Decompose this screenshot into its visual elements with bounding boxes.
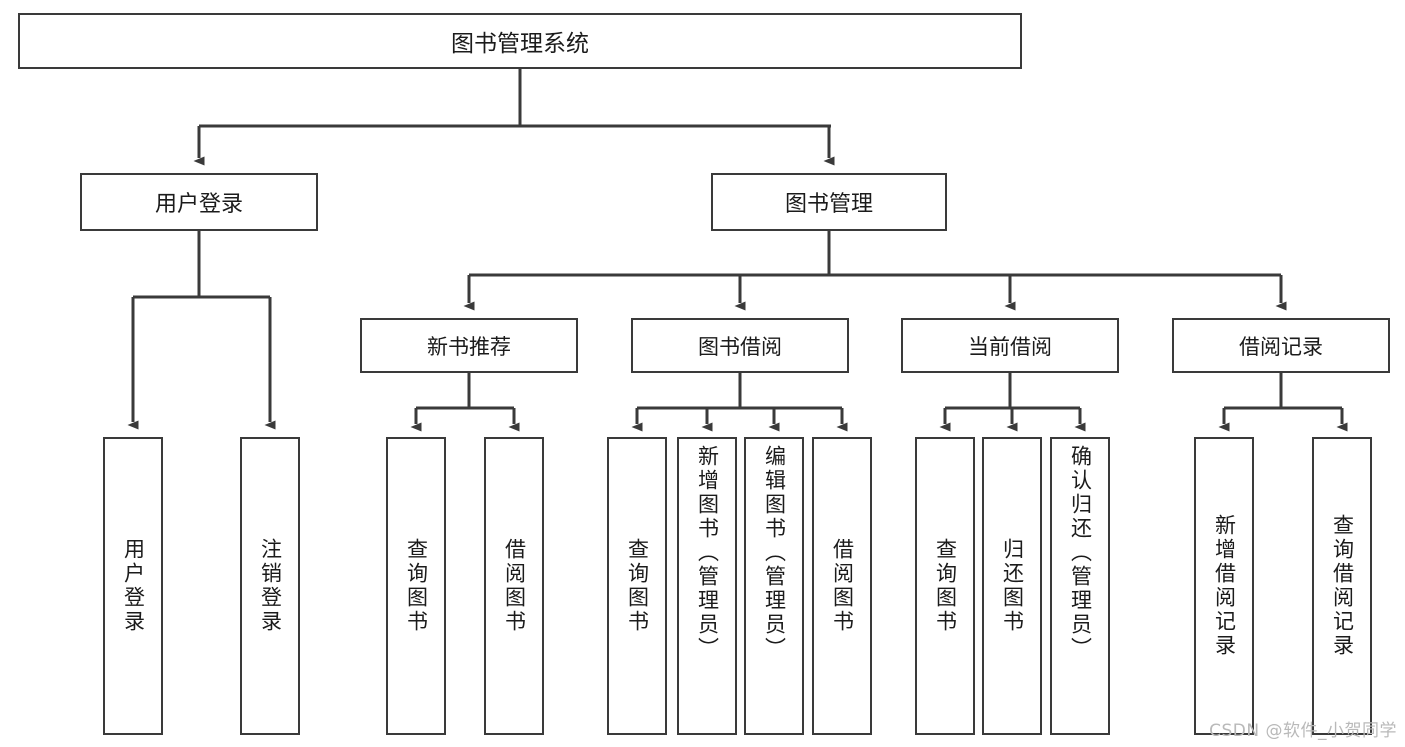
node-leaf-11[interactable]: 新增借阅记录 — [1194, 437, 1254, 735]
node-level2-3[interactable]: 借阅记录 — [1172, 318, 1390, 373]
node-label: 借阅记录 — [1239, 334, 1323, 359]
node-leaf-9[interactable]: 归还图书 — [982, 437, 1042, 735]
node-leaf-5[interactable]: 新增图书（管理员） — [677, 437, 737, 735]
node-label: 借阅图书 — [830, 538, 855, 634]
node-label: 图书借阅 — [698, 334, 782, 359]
node-label: 确认归还（管理员） — [1068, 445, 1093, 661]
node-label: 新书推荐 — [427, 334, 511, 359]
node-level2-0[interactable]: 新书推荐 — [360, 318, 578, 373]
node-leaf-7[interactable]: 借阅图书 — [812, 437, 872, 735]
node-level2-2[interactable]: 当前借阅 — [901, 318, 1119, 373]
node-leaf-2[interactable]: 查询图书 — [386, 437, 446, 735]
node-label: 新增图书（管理员） — [695, 445, 720, 661]
node-label: 借阅图书 — [502, 538, 527, 634]
node-root[interactable]: 图书管理系统 — [18, 13, 1022, 69]
watermark: CSDN @软件_小贺同学 — [1209, 721, 1397, 741]
node-leaf-8[interactable]: 查询图书 — [915, 437, 975, 735]
node-leaf-10[interactable]: 确认归还（管理员） — [1050, 437, 1110, 735]
node-label: 归还图书 — [1000, 538, 1025, 634]
node-leaf-1[interactable]: 注销登录 — [240, 437, 300, 735]
node-label: 当前借阅 — [968, 334, 1052, 359]
node-label: 图书管理系统 — [451, 31, 589, 57]
node-label: 用户登录 — [154, 192, 243, 217]
node-label: 编辑图书（管理员） — [762, 445, 787, 661]
node-label: 查询图书 — [625, 538, 650, 634]
node-label: 注销登录 — [258, 538, 283, 634]
node-leaf-4[interactable]: 查询图书 — [607, 437, 667, 735]
node-leaf-12[interactable]: 查询借阅记录 — [1312, 437, 1372, 735]
node-leaf-0[interactable]: 用户登录 — [103, 437, 163, 735]
node-label: 新增借阅记录 — [1212, 514, 1237, 658]
node-label: 查询图书 — [933, 538, 958, 634]
node-level1-1[interactable]: 图书管理 — [711, 173, 947, 231]
node-level1-0[interactable]: 用户登录 — [80, 173, 318, 231]
node-level2-1[interactable]: 图书借阅 — [631, 318, 849, 373]
node-leaf-6[interactable]: 编辑图书（管理员） — [744, 437, 804, 735]
node-label: 查询借阅记录 — [1330, 514, 1355, 658]
node-label: 图书管理 — [784, 192, 873, 217]
node-label: 查询图书 — [404, 538, 429, 634]
node-label: 用户登录 — [121, 538, 146, 634]
node-leaf-3[interactable]: 借阅图书 — [484, 437, 544, 735]
